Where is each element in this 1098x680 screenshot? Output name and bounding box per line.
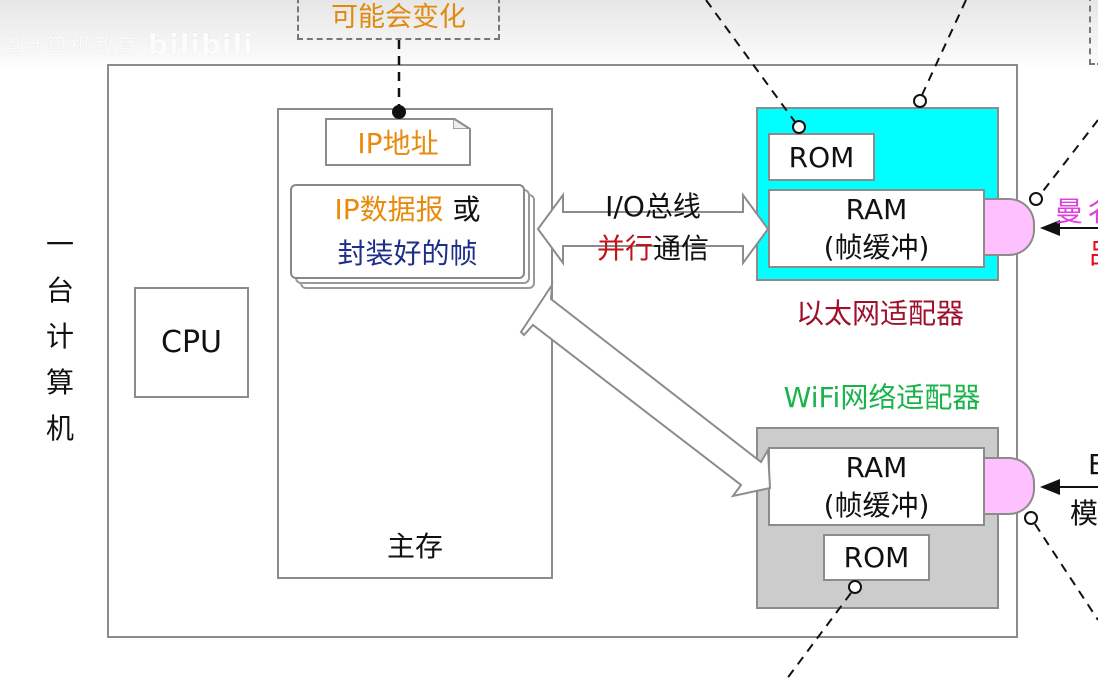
wifi-adapter-label: WiFi网络适配器 <box>783 381 981 414</box>
io-bus-text: I/O总线 <box>605 190 701 223</box>
wifi-ram-sub: (帧缓冲) <box>823 488 930 522</box>
computer-label-char: 算 <box>45 366 74 399</box>
attach-ring-icon <box>1024 511 1038 525</box>
parallel-text: 并行 <box>596 232 653 265</box>
ip-address-note: IP地址 <box>325 118 471 166</box>
callout-text: 可能会变化 <box>331 1 466 33</box>
computer-label: 一 台 计 算 机 <box>40 222 80 452</box>
computer-label-char: 一 <box>45 228 74 261</box>
wifi-right-text-top: E <box>1088 448 1098 481</box>
datagram-card: IP数据报 或 封装好的帧 <box>290 184 525 279</box>
ip-datagram-text: IP数据报 <box>334 192 444 226</box>
eth-right-text-bottom: 吕 <box>1088 232 1098 272</box>
communication-text: 通信 <box>653 232 710 265</box>
ethernet-ram-label: RAM <box>845 192 908 226</box>
ethernet-rom: ROM <box>768 133 875 181</box>
arrowhead-icon <box>1040 479 1060 495</box>
cpu-box: CPU <box>134 287 249 398</box>
ethernet-rom-label: ROM <box>788 140 855 174</box>
ethernet-ram: RAM (帧缓冲) <box>768 189 985 268</box>
wifi-rom: ROM <box>823 534 930 581</box>
callout-may-change: 可能会变化 <box>297 0 500 40</box>
page-fold-icon <box>453 118 470 129</box>
eth-right-text-top: 曼彳 <box>1055 195 1098 228</box>
ethernet-port-icon <box>985 198 1035 256</box>
bilibili-logo: bilibili <box>148 28 254 61</box>
ip-address-label: IP地址 <box>357 127 439 160</box>
wifi-ram-label: RAM <box>845 450 908 484</box>
wifi-rom-label: ROM <box>843 541 910 574</box>
cpu-label: CPU <box>161 325 222 360</box>
ethernet-adapter-label: 以太网适配器 <box>795 297 964 330</box>
main-memory-box: 主存 <box>277 108 553 579</box>
callout-right-partial <box>1089 0 1098 65</box>
io-bus-label: I/O总线 并行通信 <box>568 186 738 270</box>
encapsulated-frame-text: 封装好的帧 <box>337 236 478 270</box>
wifi-port-icon <box>985 457 1035 515</box>
ethernet-ram-sub: (帧缓冲) <box>823 230 930 264</box>
wifi-ram: RAM (帧缓冲) <box>768 447 985 526</box>
computer-label-char: 计 <box>45 320 74 353</box>
wifi-right-text-bottom: 模 <box>1070 497 1098 530</box>
watermark-text: 道计算机教育 <box>0 35 139 60</box>
main-memory-label: 主存 <box>386 530 443 563</box>
watermark: 道计算机教育 bilibili <box>0 28 254 61</box>
computer-label-char: 机 <box>45 412 74 445</box>
or-text: 或 <box>443 192 481 226</box>
computer-label-char: 台 <box>45 274 74 307</box>
attach-ring-icon <box>1029 192 1043 206</box>
